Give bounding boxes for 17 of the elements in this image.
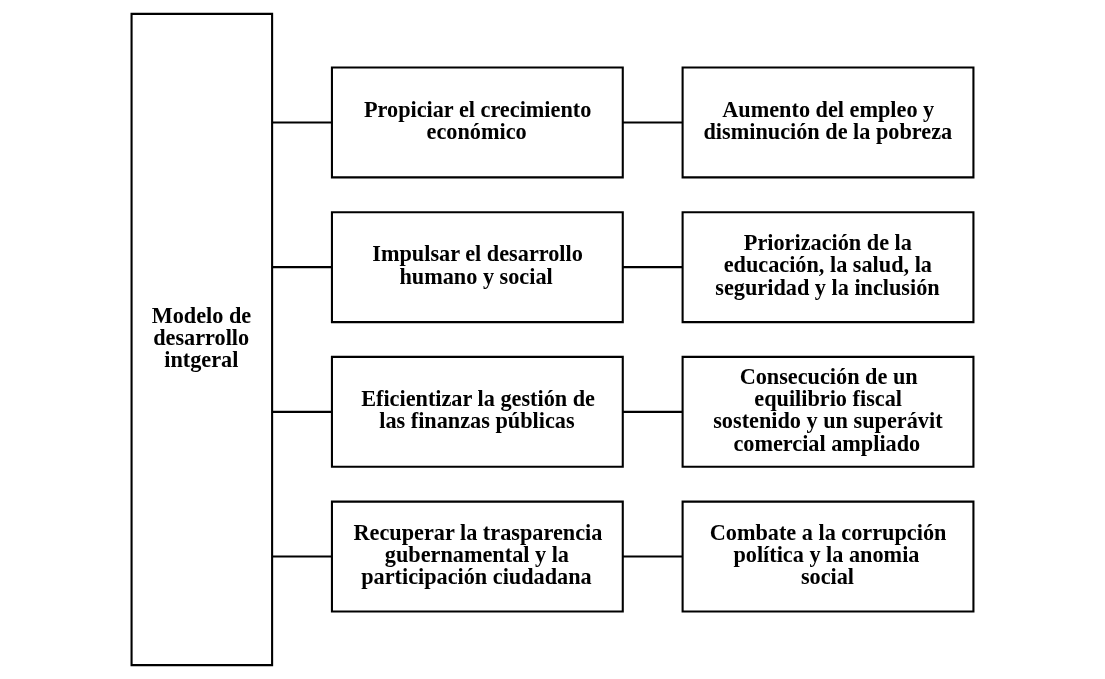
- node-box: Eficientizar la gestión de las finanzas públicas: [330, 355, 624, 468]
- connector: [272, 266, 332, 269]
- node-box: Modelo de desarrollo intgeral: [130, 12, 274, 667]
- node-box: Aumento del empleo y disminución de la pobreza: [681, 66, 975, 179]
- node-box: Propiciar el crecimiento económico: [330, 66, 624, 179]
- node-box: Priorización de la educación, la salud, la seguridad y la inclusión: [681, 211, 975, 324]
- connector: [623, 266, 683, 269]
- node-box: Impulsar el desarrollo humano y social: [330, 211, 624, 324]
- connector: [272, 555, 332, 558]
- node-box: Combate a la corrupción política y la anomia social: [681, 500, 975, 613]
- connector: [623, 555, 683, 558]
- node-box: Consecución de un equilibrio fiscal sostenido y un superávit comercial ampliado: [681, 355, 975, 468]
- connector: [272, 121, 332, 124]
- node-box: Recuperar la trasparencia gubernamental y la participación ciudadana: [330, 500, 624, 613]
- connector: [623, 410, 683, 413]
- connector: [623, 121, 683, 124]
- connector: [272, 410, 332, 413]
